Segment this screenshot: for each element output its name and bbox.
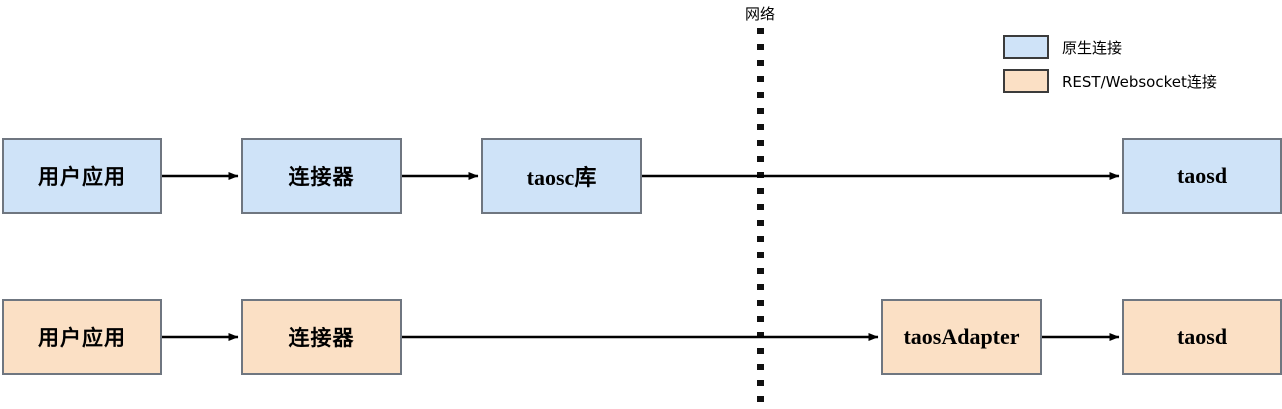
legend-swatch-native-icon <box>1003 35 1049 59</box>
node-label: taosc库 <box>526 165 597 190</box>
legend-label-native: 原生连接 <box>1062 38 1123 57</box>
node-connector-native[interactable]: 连接器 <box>241 138 402 214</box>
node-label: 连接器 <box>288 165 355 189</box>
node-connector-rest[interactable]: 连接器 <box>241 299 402 375</box>
network-divider-label: 网络 <box>744 5 775 23</box>
node-taosc-lib[interactable]: taosc库 <box>481 138 642 214</box>
network-divider-line <box>757 28 764 409</box>
node-label: taosd <box>1176 324 1228 349</box>
legend-label-rest: REST/Websocket连接 <box>1062 72 1217 91</box>
node-user-app-rest[interactable]: 用户应用 <box>2 299 162 375</box>
legend: 原生连接 REST/Websocket连接 <box>1003 30 1217 98</box>
node-label: 用户应用 <box>38 165 126 189</box>
node-taosd-native[interactable]: taosd <box>1122 138 1282 214</box>
node-label: taosd <box>1176 163 1228 188</box>
node-taosd-rest[interactable]: taosd <box>1122 299 1282 375</box>
node-label: taosAdapter <box>903 324 1020 349</box>
legend-swatch-rest-icon <box>1003 69 1049 93</box>
legend-item-native: 原生连接 <box>1003 30 1217 64</box>
node-user-app-native[interactable]: 用户应用 <box>2 138 162 214</box>
legend-item-rest: REST/Websocket连接 <box>1003 64 1217 98</box>
node-label: 连接器 <box>288 326 355 350</box>
node-label: 用户应用 <box>38 326 126 350</box>
node-taos-adapter[interactable]: taosAdapter <box>881 299 1042 375</box>
